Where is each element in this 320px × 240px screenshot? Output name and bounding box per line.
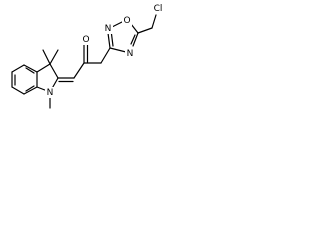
ring-nitrogen-label: N <box>105 24 112 34</box>
double-bond-inner <box>25 85 35 92</box>
bond <box>132 32 139 47</box>
bond <box>11 64 25 73</box>
benzene-ring <box>11 64 38 95</box>
oxadiazole-ring <box>107 21 139 53</box>
gem-dimethyl <box>42 49 59 65</box>
molecule-structure: Cl O N N O N <box>11 3 167 109</box>
bond <box>73 62 85 79</box>
bond <box>109 47 127 53</box>
methyl-bond <box>49 49 59 65</box>
bond <box>23 86 38 95</box>
ketone-oxygen-label: O <box>82 35 89 45</box>
bond <box>11 86 25 95</box>
atom-labels: Cl O N N O N <box>45 3 167 98</box>
double-bond-inner <box>130 34 136 45</box>
bond <box>130 23 139 34</box>
bond <box>23 64 38 73</box>
ring-oxygen-label: O <box>123 16 130 26</box>
bond <box>100 47 111 64</box>
bond <box>107 32 111 49</box>
bond <box>137 27 153 34</box>
chlorine-label: Cl <box>154 4 163 14</box>
bond <box>49 63 59 79</box>
bond <box>151 14 157 29</box>
carbonyl-double-bond <box>83 43 89 64</box>
methyl-bond <box>42 49 51 65</box>
bond <box>111 21 123 28</box>
double-bond-inner <box>110 33 114 47</box>
indoline-nitrogen-label: N <box>47 88 54 98</box>
bond <box>36 63 51 73</box>
exocyclic-double-bond <box>57 77 75 83</box>
double-bond-inner <box>25 67 35 74</box>
ring-nitrogen-label: N <box>127 49 134 59</box>
